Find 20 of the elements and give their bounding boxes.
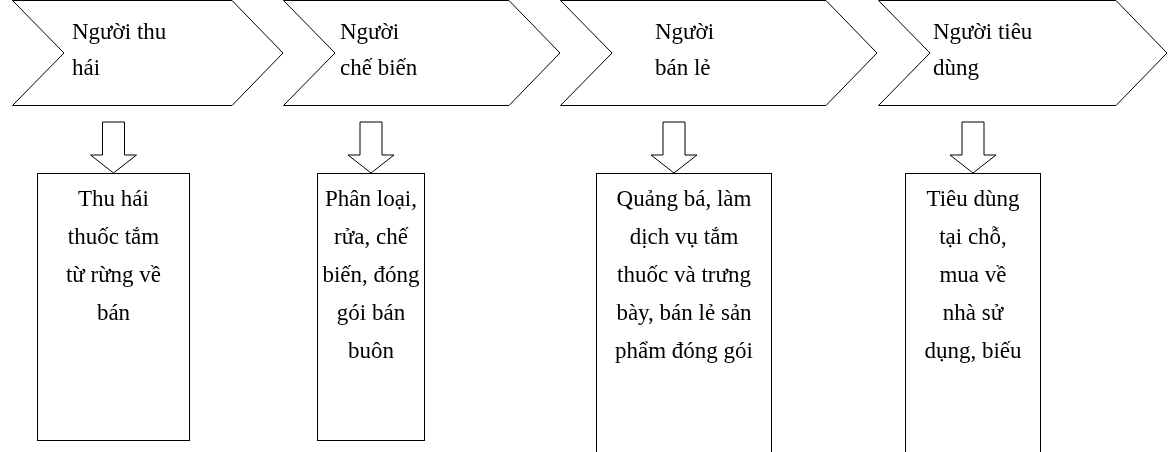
block-arrow [347, 121, 395, 174]
chevron-shape [878, 0, 1168, 106]
block-arrow [949, 121, 997, 174]
step-title: Người thu hái [72, 18, 168, 82]
activity-box [905, 173, 1041, 452]
activity-text: Thu hái thuốc tắm từ rừng về bán [64, 185, 163, 327]
chevron-shape [283, 0, 561, 106]
block-arrow [650, 121, 698, 174]
activity-box [317, 173, 425, 441]
activity-box [37, 173, 190, 441]
block-arrow [90, 121, 137, 174]
chevron-shape [560, 0, 878, 106]
activity-box [596, 173, 772, 452]
activity-text: Phân loại, rửa, chế biến, đóng gói bán buôn [321, 185, 421, 365]
chevron-shape [12, 0, 284, 106]
step-title: Người tiêu dùng [933, 18, 1033, 82]
activity-text: Quảng bá, làm dịch vụ tắm thuốc và trưng bày, bán lẻ sản phẩm đóng gói [614, 185, 754, 365]
step-title: Người chế biến [340, 18, 419, 82]
activity-text: Tiêu dùng tại chỗ, mua về nhà sử dụng, biếu [923, 185, 1023, 365]
step-title: Người bán lẻ [655, 18, 716, 82]
